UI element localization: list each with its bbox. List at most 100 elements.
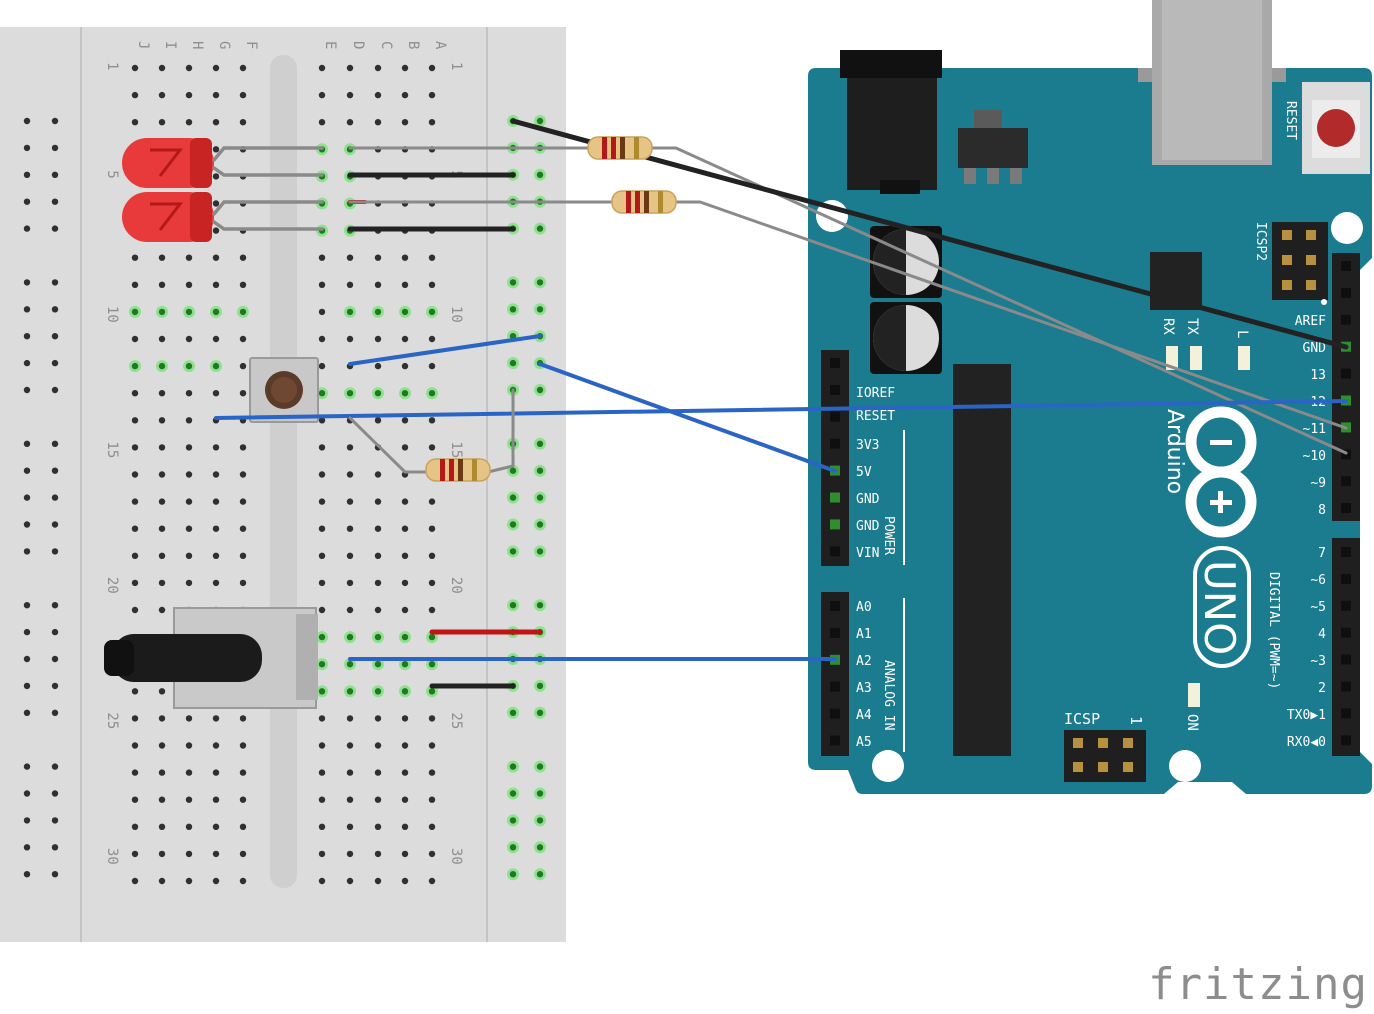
header-socket <box>830 627 840 638</box>
breadboard-hole <box>158 390 166 397</box>
breadboard-hole <box>239 281 247 288</box>
breadboard-hole <box>346 64 354 72</box>
pin-label-10: ~10 <box>1303 449 1326 464</box>
on-label: ON <box>1184 714 1200 731</box>
breadboard-hole <box>239 769 247 776</box>
breadboard-hole <box>158 254 166 261</box>
breadboard-hole <box>318 877 326 885</box>
pin-label-a3: A3 <box>856 681 872 696</box>
breadboard-hole <box>239 796 247 803</box>
pin-label-aref: AREF <box>1295 314 1326 329</box>
icsp2-pin <box>1306 255 1316 265</box>
breadboard-hole <box>158 444 166 451</box>
breadboard-hole <box>185 64 193 72</box>
breadboard-hole <box>212 715 220 722</box>
pin-label-a0: A0 <box>856 600 872 615</box>
breadboard-hole <box>374 688 382 695</box>
button-wire <box>348 334 542 366</box>
rail-hole <box>536 440 544 447</box>
breadboard-row-number: 25 <box>104 712 120 729</box>
breadboard-hole <box>212 796 220 803</box>
breadboard-hole <box>131 823 139 830</box>
icsp-header <box>1064 730 1146 782</box>
rail-hole <box>509 871 517 878</box>
header-socket <box>1341 314 1351 325</box>
breadboard-row-number: 20 <box>448 577 464 594</box>
breadboard-hole <box>401 390 409 397</box>
header-socket <box>830 492 840 503</box>
rail-hole <box>536 602 544 609</box>
breadboard-hole <box>318 362 326 370</box>
breadboard-hole <box>374 715 382 722</box>
rail-hole <box>23 279 31 286</box>
breadboard-hole <box>374 579 382 587</box>
rail-hole <box>23 790 31 797</box>
breadboard-hole <box>158 715 166 722</box>
rail-hole <box>509 359 517 367</box>
breadboard-hole <box>346 633 354 641</box>
rail-hole <box>51 386 59 394</box>
breadboard-hole <box>185 552 193 559</box>
wires <box>212 118 1349 689</box>
icsp-pin <box>1123 762 1133 772</box>
breadboard-hole <box>318 796 326 803</box>
rail-hole <box>51 709 59 716</box>
tx-label: TX <box>1184 318 1200 335</box>
rail-hole <box>536 117 544 125</box>
breadboard-hole <box>346 796 354 803</box>
resistor <box>587 136 653 160</box>
breadboard-hole <box>212 308 220 316</box>
breadboard-hole <box>318 579 326 587</box>
breadboard-hole <box>212 254 220 261</box>
pin-label-3v3: 3V3 <box>856 438 879 453</box>
icsp2-pin <box>1282 230 1292 240</box>
breadboard-hole <box>374 796 382 803</box>
breadboard-hole <box>346 552 354 559</box>
rail-hole <box>23 359 31 367</box>
rail-hole <box>51 521 59 528</box>
header-socket <box>1341 287 1351 298</box>
icsp-pin <box>1073 762 1083 772</box>
breadboard-hole <box>131 742 139 749</box>
breadboard-hole <box>158 606 166 614</box>
breadboard-hole <box>158 335 166 343</box>
breadboard-hole <box>318 281 326 288</box>
breadboard-hole <box>239 335 247 343</box>
breadboard-hole <box>428 688 436 695</box>
breadboard-hole <box>374 417 382 424</box>
arduino-board <box>808 68 1372 794</box>
resistors <box>425 136 677 482</box>
rail-hole <box>51 198 59 205</box>
power-jack-front <box>840 50 942 78</box>
led-red <box>122 192 214 242</box>
breadboard-hole <box>212 471 220 478</box>
atmega-chip <box>953 364 1011 756</box>
breadboard-hole <box>374 390 382 397</box>
breadboard-hole <box>131 606 139 614</box>
pin-label-gnd-power-2: GND <box>856 519 880 534</box>
breadboard-hole <box>158 362 166 370</box>
breadboard-hole <box>158 796 166 803</box>
capacitor <box>870 302 942 374</box>
rail-hole <box>51 225 59 232</box>
breadboard-row-number: 30 <box>104 848 120 865</box>
breadboard-hole <box>212 769 220 776</box>
breadboard-hole <box>428 850 436 858</box>
breadboard-letter: I <box>162 41 178 49</box>
breadboard-hole <box>185 579 193 587</box>
pin-label-13: 13 <box>1310 368 1326 383</box>
rail-hole <box>536 494 544 501</box>
mounting-hole <box>1331 212 1363 244</box>
breadboard-hole <box>401 796 409 803</box>
digital-header-label: DIGITAL (PWM=~) <box>1266 572 1281 689</box>
rx-label: RX <box>1160 318 1176 335</box>
rail-hole <box>536 682 544 690</box>
reset-button[interactable] <box>1302 82 1370 174</box>
breadboard-hole <box>346 823 354 830</box>
breadboard-hole <box>212 362 220 370</box>
rail-hole <box>536 521 544 528</box>
l-label: L <box>1234 330 1250 338</box>
usb-connector-inner <box>1162 0 1262 160</box>
rail-hole <box>23 682 31 690</box>
